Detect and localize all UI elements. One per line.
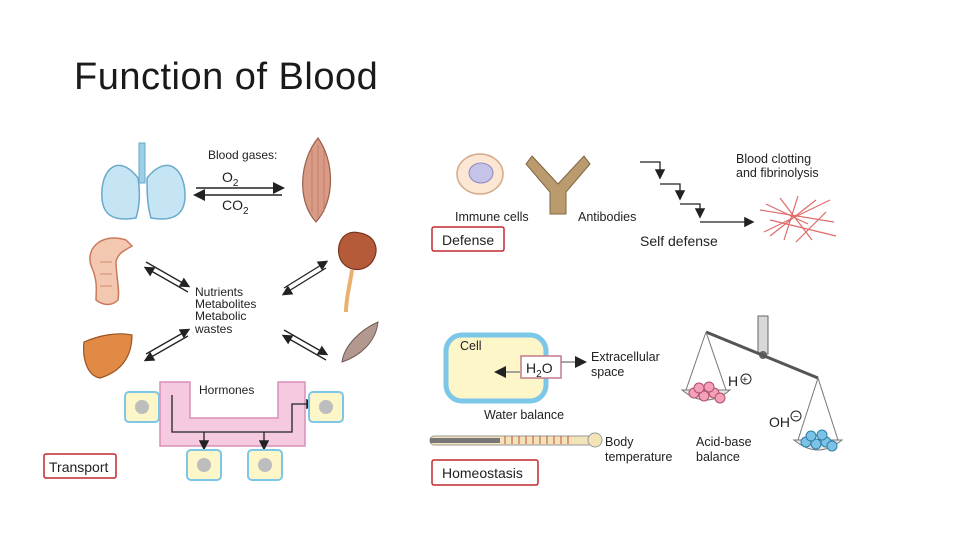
acid-base-label-1: Acid-base xyxy=(696,435,752,449)
self-defense-label: Self defense xyxy=(640,233,718,249)
hormones-label: Hormones xyxy=(199,383,254,397)
small-muscle-icon xyxy=(341,321,379,363)
nutrients-label-4: wastes xyxy=(194,322,232,336)
balance-scale-icon xyxy=(680,315,844,452)
arrow-muscle-out xyxy=(281,334,327,361)
arrow-liver-in xyxy=(145,328,191,355)
fibrin-clot-icon xyxy=(759,195,837,243)
hormone-flow-arrow xyxy=(171,395,317,433)
target-cell-icon xyxy=(124,391,160,423)
cascade-arrow-1 xyxy=(640,161,666,180)
cascade-arrow-3 xyxy=(680,203,706,219)
arrow-liver-out xyxy=(143,335,189,362)
oh-ion-label: OH xyxy=(769,414,790,430)
arrow-intestine-out xyxy=(143,266,189,293)
slide-title: Function of Blood xyxy=(74,56,379,98)
immune-cells-label: Immune cells xyxy=(455,210,529,224)
antibodies-label: Antibodies xyxy=(578,210,636,224)
blood-clotting-label-1: Blood clotting xyxy=(736,152,811,166)
intestine-icon xyxy=(89,237,134,306)
acid-base-label-2: balance xyxy=(696,450,740,464)
defense-panel: Immune cells Antibodies Blood clotting a… xyxy=(431,152,837,252)
body-temperature-label-1: Body xyxy=(605,435,634,449)
immune-cell-icon xyxy=(456,153,504,195)
target-cell-icon xyxy=(186,449,222,481)
muscle-icon xyxy=(302,137,332,223)
arrow-intestine-in xyxy=(145,261,191,288)
plus-sign-icon: + xyxy=(742,375,748,386)
extracellular-label-2: space xyxy=(591,365,624,379)
nutrients-label-2: Metabolites xyxy=(195,297,256,311)
extracellular-label-1: Extracellular xyxy=(591,350,660,364)
body-temperature-label-2: temperature xyxy=(605,450,672,464)
arrow-muscle-in xyxy=(283,329,329,356)
minus-charge-icon xyxy=(790,410,802,422)
o2-label: O2 xyxy=(222,169,239,189)
cell-label: Cell xyxy=(460,339,482,353)
cascade-arrow-2 xyxy=(660,183,686,201)
h2o-label: H2O xyxy=(526,360,553,380)
transport-label: Transport xyxy=(49,459,109,475)
blood-gases-label: Blood gases: xyxy=(208,148,277,162)
target-cell-icon xyxy=(308,391,344,423)
nutrients-label-3: Metabolic xyxy=(195,309,246,323)
thermometer-icon xyxy=(429,432,603,448)
plus-charge-icon xyxy=(740,373,752,385)
kidney-icon xyxy=(338,231,377,313)
target-cell-icon xyxy=(247,449,283,481)
blood-clotting-label-2: and fibrinolysis xyxy=(736,166,819,180)
homeostasis-label: Homeostasis xyxy=(442,465,523,481)
lungs-icon xyxy=(101,142,186,220)
h-ion-label: H xyxy=(728,373,738,389)
homeostasis-panel: Cell H2O Extracellular space Water balan… xyxy=(429,315,844,486)
antibody-icon xyxy=(525,155,591,215)
liver-icon xyxy=(83,333,133,379)
defense-label: Defense xyxy=(442,232,494,248)
transport-panel: Blood gases: O2 CO2 xyxy=(43,137,379,481)
arrow-kidney-in xyxy=(283,260,329,289)
water-balance-label: Water balance xyxy=(484,408,564,422)
homeostasis-label-box xyxy=(431,459,539,486)
defense-label-box xyxy=(431,226,505,252)
co2-label: CO2 xyxy=(222,197,249,217)
arrow-kidney-out xyxy=(281,267,327,296)
minus-sign-icon: − xyxy=(793,412,799,423)
nutrients-label-1: Nutrients xyxy=(195,285,243,299)
transport-label-box xyxy=(43,453,117,479)
h2o-box xyxy=(520,355,562,379)
